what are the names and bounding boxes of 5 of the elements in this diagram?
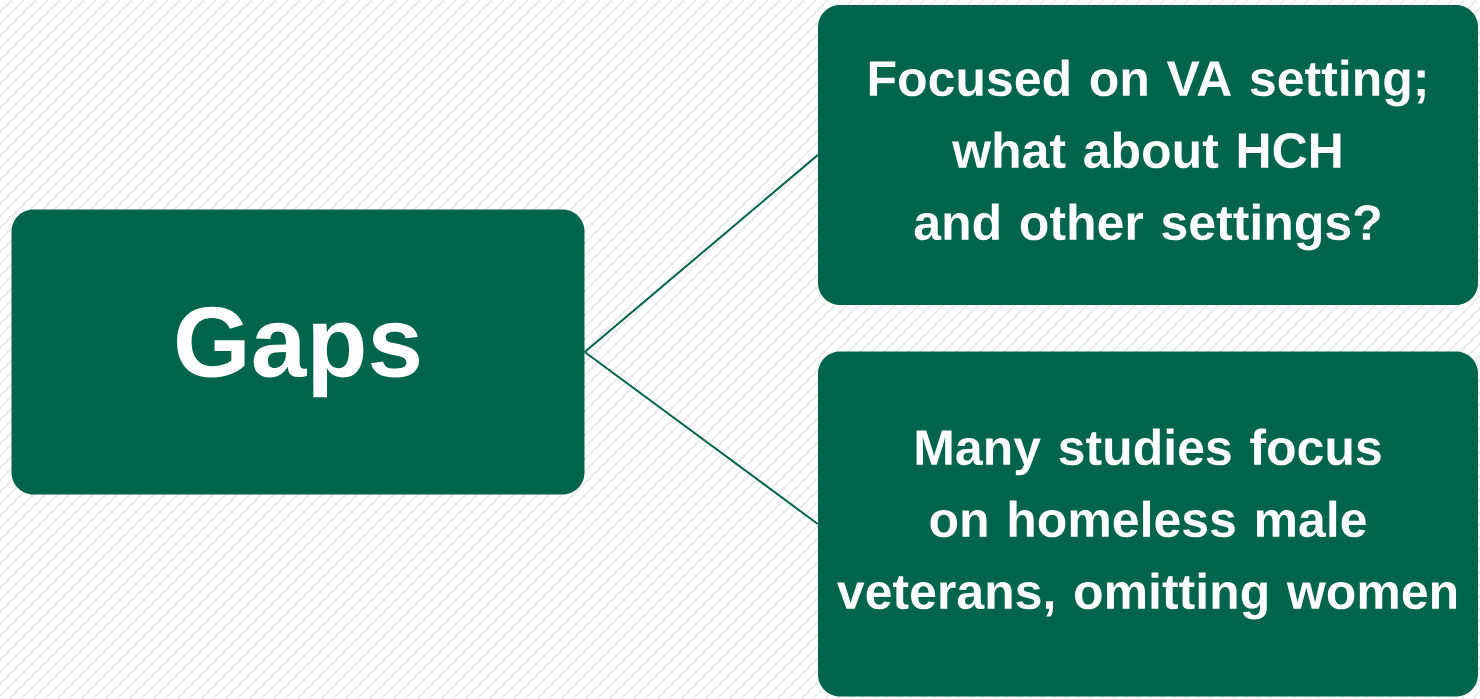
text-box: Many studies focus on homeless male veterans, omitting women — [818, 351, 1478, 697]
text-box: Focused on VA setting; what about HCH and other settings? — [818, 5, 1478, 305]
text-box: Gaps — [11, 209, 585, 495]
connector-line — [583, 351, 819, 525]
connector-line — [583, 154, 819, 353]
